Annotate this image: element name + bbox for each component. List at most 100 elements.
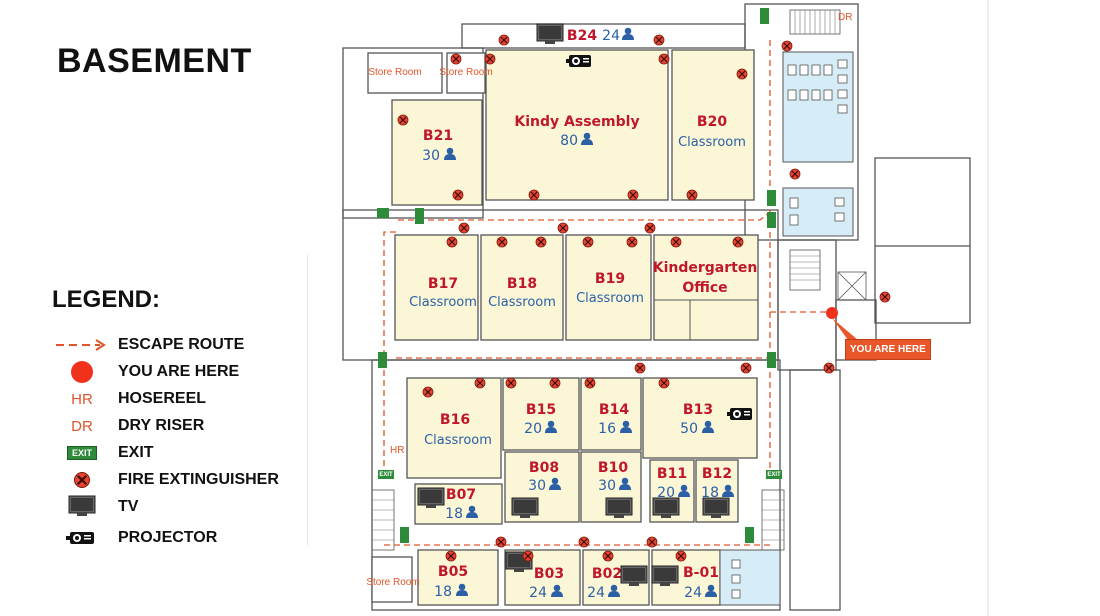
room-capacity-b05: 18: [434, 584, 452, 600]
tv-icon: [511, 497, 539, 519]
legend-label: FIRE EXTINGUISHER: [118, 471, 279, 488]
room-b18: [480, 234, 564, 341]
room-capacity-b01: 24: [684, 585, 702, 601]
legend-item-you-are-here: YOU ARE HERE: [50, 361, 239, 383]
tv-icon: [651, 565, 679, 587]
page-title: BASEMENT: [57, 42, 252, 80]
room-name-kindergarten: Kindergarten: [653, 260, 758, 276]
room-b15: [502, 377, 580, 451]
room-name-b07: B07: [446, 487, 476, 503]
store-room-label-2: Store Room: [439, 67, 492, 78]
hosereel-symbol: HR: [71, 390, 93, 408]
room-name-b02: B02: [592, 566, 622, 582]
store-room-label-3: Store Room: [366, 577, 419, 588]
legend-label: TV: [118, 498, 139, 515]
legend-title: LEGEND:: [52, 286, 160, 313]
store-room-label-1: Store Room: [368, 67, 421, 78]
room-name-b18: B18: [507, 276, 537, 292]
room-b19: [565, 234, 652, 341]
red-dot-icon: [71, 361, 93, 383]
escape-routes: [383, 40, 835, 546]
exit-sign-icon: EXIT: [66, 446, 97, 460]
room-store-room-1: [367, 52, 443, 94]
room-capacity-kindy: 80: [560, 133, 578, 149]
room-b17: [394, 234, 479, 341]
room-capacity-b13: 50: [680, 421, 698, 437]
legend-item-projector: PROJECTOR: [50, 527, 217, 549]
tv-icon: [702, 497, 730, 519]
tv-icon: [652, 497, 680, 519]
hosereel-marker: HR: [390, 445, 404, 456]
tv-icon: [417, 487, 445, 509]
projector-icon: [566, 55, 591, 67]
room-name-b01: B-01: [683, 565, 719, 581]
projector-icon: [66, 532, 94, 544]
room-name-b08: B08: [529, 460, 559, 476]
room-sub-b20: Classroom: [678, 135, 746, 150]
room-name-office: Office: [682, 280, 727, 296]
legend-item-exit: EXIT EXIT: [50, 442, 154, 464]
dry-riser-symbol: DR: [71, 417, 93, 435]
room-name-b16: B16: [440, 412, 470, 428]
room-sub-b19: Classroom: [576, 291, 644, 306]
legend-label: YOU ARE HERE: [118, 363, 240, 380]
room-name-b11: B11: [657, 466, 687, 482]
room-capacity-b12: 18: [701, 485, 719, 501]
legend-divider: [307, 255, 308, 545]
tv-icon: [605, 497, 633, 519]
room-capacity-b02: 24: [587, 585, 605, 601]
room-name-b10: B10: [598, 460, 628, 476]
room-sub-b18: Classroom: [488, 295, 556, 310]
tv-icon: [68, 495, 96, 516]
toilets: [719, 51, 854, 606]
room-name-b17: B17: [428, 276, 458, 292]
fire-extinguisher-icon: [74, 472, 90, 488]
svg-text:EXIT: EXIT: [379, 472, 393, 478]
room-name-b13: B13: [683, 402, 713, 418]
room-name-b05: B05: [438, 564, 468, 580]
room-sub-b16: Classroom: [424, 433, 492, 448]
legend-item-tv: TV: [50, 495, 139, 518]
room-kindy-assembly: [485, 49, 669, 201]
room-capacity-b08: 30: [528, 478, 546, 494]
tv-icon: [620, 565, 648, 587]
svg-text:EXIT: EXIT: [767, 472, 781, 478]
room-name-kindy-assembly: Kindy Assembly: [514, 114, 639, 130]
room-name-b24: B24: [567, 28, 597, 44]
legend-label: EXIT: [118, 444, 154, 461]
room-name-b14: B14: [599, 402, 629, 418]
legend-label: PROJECTOR: [118, 529, 218, 546]
room-name-b12: B12: [702, 466, 732, 482]
room-name-b20: B20: [697, 114, 727, 130]
escape-route-arrow-icon: [56, 339, 106, 351]
legend-label: ESCAPE ROUTE: [118, 336, 245, 353]
dry-riser-marker: DR: [838, 12, 852, 23]
room-sub-b17: Classroom: [409, 295, 477, 310]
room-capacity-b10: 30: [598, 478, 616, 494]
legend-item-fire-extinguisher: FIRE EXTINGUISHER: [50, 469, 279, 491]
you-are-here-marker: [826, 307, 858, 340]
projector-icon: [727, 408, 752, 420]
rooms-layer: [367, 49, 759, 606]
room-capacity-b03: 24: [529, 585, 547, 601]
legend-item-escape-route: ESCAPE ROUTE: [50, 334, 244, 356]
legend-label: DRY RISER: [118, 417, 205, 434]
room-capacity-b11: 20: [657, 485, 675, 501]
room-labels: B24 24 Kindy Assembly 80 B20 Classroom B…: [409, 27, 758, 601]
room-b16: [406, 377, 502, 479]
room-name-b03: B03: [534, 566, 564, 582]
you-are-here-label: YOU ARE HERE: [845, 339, 931, 360]
legend-item-dry-riser: DR DRY RISER: [50, 415, 204, 437]
room-store-room-3: [371, 556, 413, 603]
room-name-b15: B15: [526, 402, 556, 418]
room-capacity-b14: 16: [598, 421, 616, 437]
room-name-b19: B19: [595, 271, 625, 287]
person-icon: [622, 27, 634, 40]
room-capacity-b24: 24: [602, 28, 620, 44]
room-kindergarten-office: [653, 234, 759, 341]
room-name-b21: B21: [423, 128, 453, 144]
legend-item-hosereel: HR HOSEREEL: [50, 388, 206, 410]
building-outline: [342, 3, 971, 611]
room-b14: [580, 377, 642, 451]
